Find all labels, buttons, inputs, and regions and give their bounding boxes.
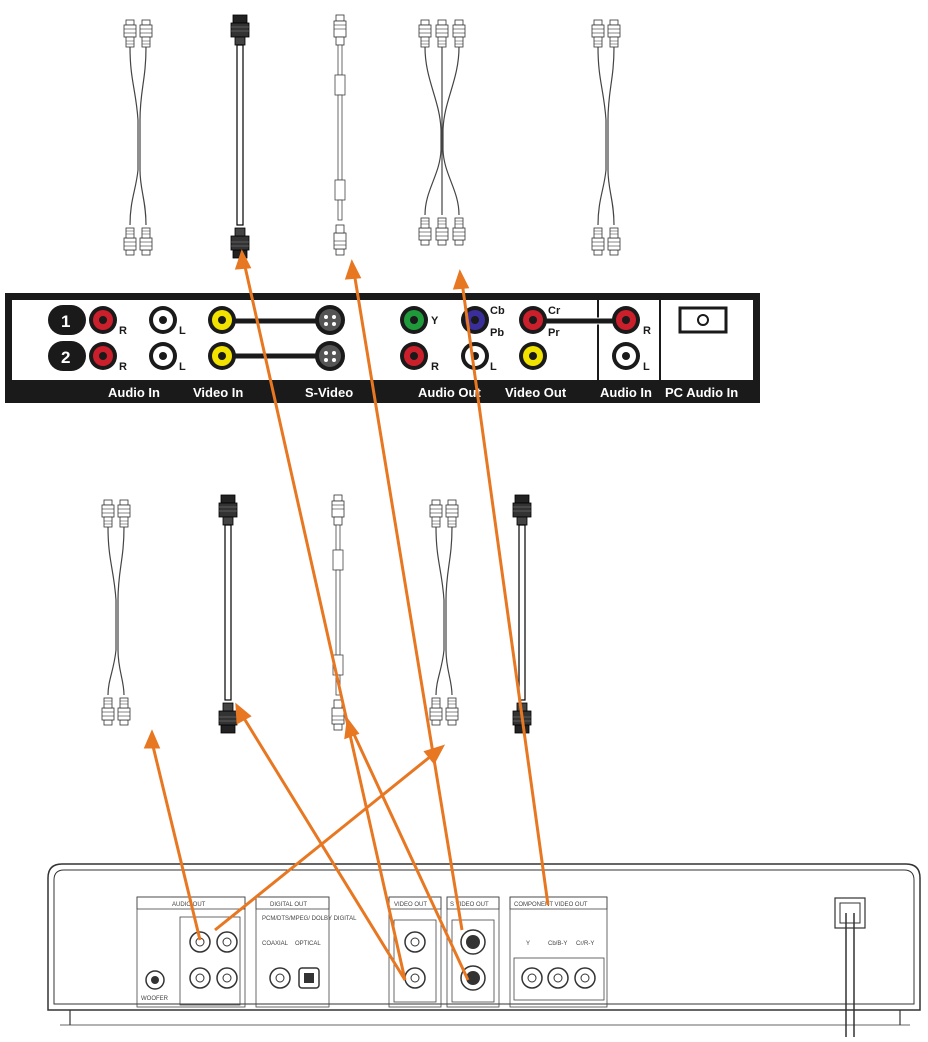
arrow-component-out-to-top-component <box>452 269 550 906</box>
dvd-label-comp-cb: Cb/B-Y <box>548 941 567 947</box>
dvd-audio-out-jack-3[interactable] <box>189 967 211 989</box>
dvd-component-cb-jack[interactable] <box>547 967 569 989</box>
dvd-label-digital-out: DIGITAL OUT <box>270 902 307 908</box>
tv-letter-r1: R <box>119 325 127 337</box>
mid-video-cable-2 <box>512 494 532 734</box>
tv-row-1-number: 1 <box>61 312 70 331</box>
dvd-label-component-video-out: COMPONENT VIDEO OUT <box>514 902 588 908</box>
tv-label-audio-in: Audio In <box>108 385 160 400</box>
tv-audio-in-3-l-jack[interactable] <box>612 342 640 370</box>
dvd-s-video-out-jack-1[interactable] <box>460 929 486 955</box>
tv-component-y-jack[interactable] <box>400 306 428 334</box>
tv-label-audio-in-2: Audio In <box>600 385 652 400</box>
tv-row-2-number: 2 <box>61 348 70 367</box>
dvd-audio-out-jack-4[interactable] <box>216 967 238 989</box>
connection-arrows <box>143 249 550 981</box>
dvd-label-comp-cr: Cr/R-Y <box>576 941 594 947</box>
tv-audio-in-2-r-jack[interactable] <box>89 342 117 370</box>
dvd-s-video-out-jack-2[interactable] <box>460 965 486 991</box>
dvd-label-woofer: WOOFER <box>141 996 169 1002</box>
tv-label-video-out: Video Out <box>505 385 567 400</box>
top-video-cable <box>230 14 250 259</box>
dvd-label-s-video-out: S VIDEO OUT <box>450 902 489 908</box>
dvd-label-digital-sub: PCM/DTS/MPEG/ DOLBY DIGITAL <box>262 916 357 922</box>
tv-panel: 1 2 1 2 R L R L Y <box>5 293 760 403</box>
tv-label-pc-audio-in: PC Audio In <box>665 385 738 400</box>
top-audio-cable-2 <box>591 19 621 256</box>
dvd-audio-out-jack-2[interactable] <box>216 931 238 953</box>
tv-audio-in-3-r-jack[interactable] <box>612 306 640 334</box>
dvd-label-audio-out: AUDIO OUT <box>172 902 206 908</box>
tv-letter-l1: L <box>179 325 186 337</box>
arrow-video-out-to-top-video <box>234 249 407 981</box>
tv-letter-l3: L <box>490 361 497 373</box>
top-component-cable <box>418 19 466 246</box>
dvd-audio-out-jack-1[interactable] <box>189 931 211 953</box>
dvd-label-optical: OPTICAL <box>295 941 321 947</box>
dvd-player-back-panel: AUDIO OUT WOOFER DIGITAL OUT PCM/DTS/MPE… <box>47 863 921 1037</box>
dvd-label-video-out: VIDEO OUT <box>394 902 427 908</box>
power-cord <box>834 897 866 1037</box>
tv-video-in-1-jack[interactable] <box>208 306 236 334</box>
tv-audio-out-r-jack[interactable] <box>400 342 428 370</box>
tv-s-video-2-jack[interactable] <box>315 341 345 371</box>
mid-video-cable <box>218 494 238 734</box>
tv-audio-in-1-r-jack[interactable] <box>89 306 117 334</box>
dvd-label-coaxial: COAXIAL <box>262 941 289 947</box>
dvd-component-y-jack[interactable] <box>521 967 543 989</box>
dvd-optical-jack[interactable] <box>298 967 320 989</box>
dvd-woofer-jack[interactable] <box>145 970 165 990</box>
tv-audio-in-1-l-jack[interactable] <box>149 306 177 334</box>
mid-audio-cable-2 <box>429 499 459 726</box>
dvd-component-cr-jack[interactable] <box>574 967 596 989</box>
tv-letter-r2: R <box>119 361 127 373</box>
tv-letter-r4: R <box>643 325 651 337</box>
top-s-video-cable <box>333 14 347 256</box>
tv-label-video-in: Video In <box>193 385 243 400</box>
tv-letter-l4: L <box>643 361 650 373</box>
tv-pc-audio-in-jack[interactable] <box>678 306 728 334</box>
tv-label-audio-out: Audio Out <box>418 385 481 400</box>
dvd-video-out-jack-2[interactable] <box>404 967 426 989</box>
top-audio-cable <box>123 19 153 256</box>
tv-letter-pb: Pb <box>490 327 504 339</box>
arrow-s-video-out-to-top-s-video <box>344 259 464 931</box>
arrow-s-video-out-to-mid-s-video <box>344 717 470 981</box>
arrow-video-out-to-mid-video <box>235 702 407 981</box>
tv-component-pr-jack[interactable] <box>519 306 547 334</box>
tv-letter-y: Y <box>431 315 439 327</box>
dvd-label-comp-y: Y <box>526 941 530 947</box>
tv-letter-cb: Cb <box>490 305 505 317</box>
tv-letter-cr: Cr <box>548 305 561 317</box>
tv-video-in-2-jack[interactable] <box>208 342 236 370</box>
tv-letter-pr: Pr <box>548 327 560 339</box>
tv-s-video-1-jack[interactable] <box>315 305 345 335</box>
tv-video-out-jack[interactable] <box>519 342 547 370</box>
tv-audio-out-l-jack[interactable] <box>461 342 489 370</box>
tv-letter-l2: L <box>179 361 186 373</box>
mid-audio-cable <box>101 499 131 726</box>
dvd-video-out-jack-1[interactable] <box>404 931 426 953</box>
tv-label-s-video: S-Video <box>305 385 353 400</box>
arrow-audio-out-to-mid-audio <box>143 729 202 941</box>
dvd-coaxial-jack[interactable] <box>269 967 291 989</box>
tv-audio-in-2-l-jack[interactable] <box>149 342 177 370</box>
tv-letter-r3: R <box>431 361 439 373</box>
